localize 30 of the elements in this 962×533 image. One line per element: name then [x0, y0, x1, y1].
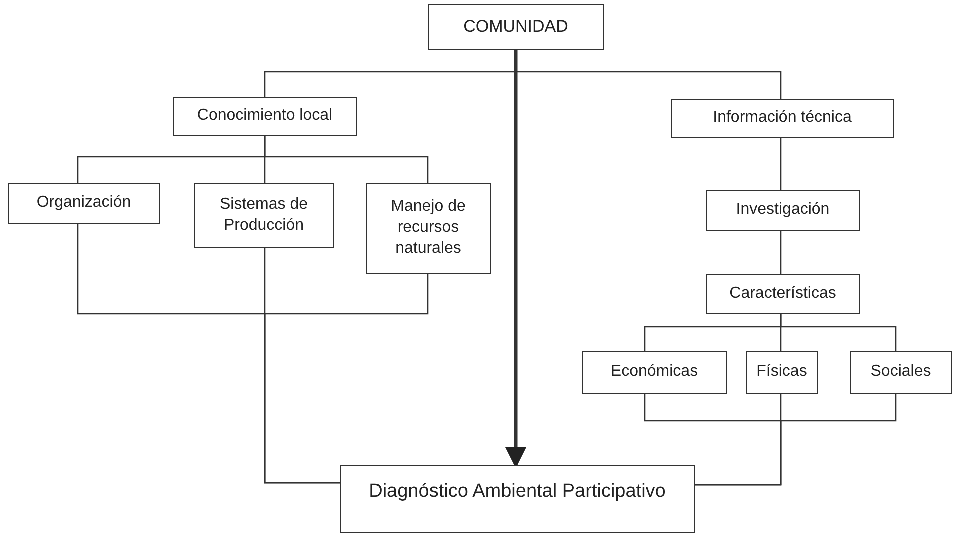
concept-box — [173, 97, 357, 136]
connector-line — [780, 314, 897, 351]
box-label: Económicas — [610, 362, 698, 382]
connector-line — [264, 274, 429, 484]
box-label: Sociales — [870, 362, 932, 382]
box-label: Físicas — [756, 362, 808, 382]
concept-box — [366, 183, 491, 274]
concept-box — [428, 4, 604, 50]
box-label: Características — [730, 284, 836, 304]
box-label: Información técnica — [713, 108, 852, 128]
box-label: Organización — [36, 193, 132, 214]
box-label: Conocimiento local — [197, 106, 333, 126]
concept-box — [850, 351, 952, 394]
connector-line — [780, 138, 782, 190]
box-label: Sistemas de Producción — [218, 194, 310, 236]
box-label: Manejo de recursos naturales — [390, 197, 467, 259]
result-box — [340, 465, 695, 533]
concept-box — [582, 351, 727, 394]
connector-line — [264, 136, 429, 183]
box-label: Diagnóstico Ambiental Participativo — [369, 480, 666, 504]
concept-box — [706, 274, 860, 314]
concept-box — [706, 190, 860, 231]
connector-line — [695, 394, 897, 486]
concept-box — [671, 99, 894, 138]
concept-box — [8, 183, 160, 224]
box-label: COMUNIDAD — [464, 16, 568, 38]
concept-box — [194, 183, 334, 248]
box-label: Investigación — [736, 200, 830, 220]
concept-box — [746, 351, 818, 394]
connector-line — [780, 231, 782, 274]
